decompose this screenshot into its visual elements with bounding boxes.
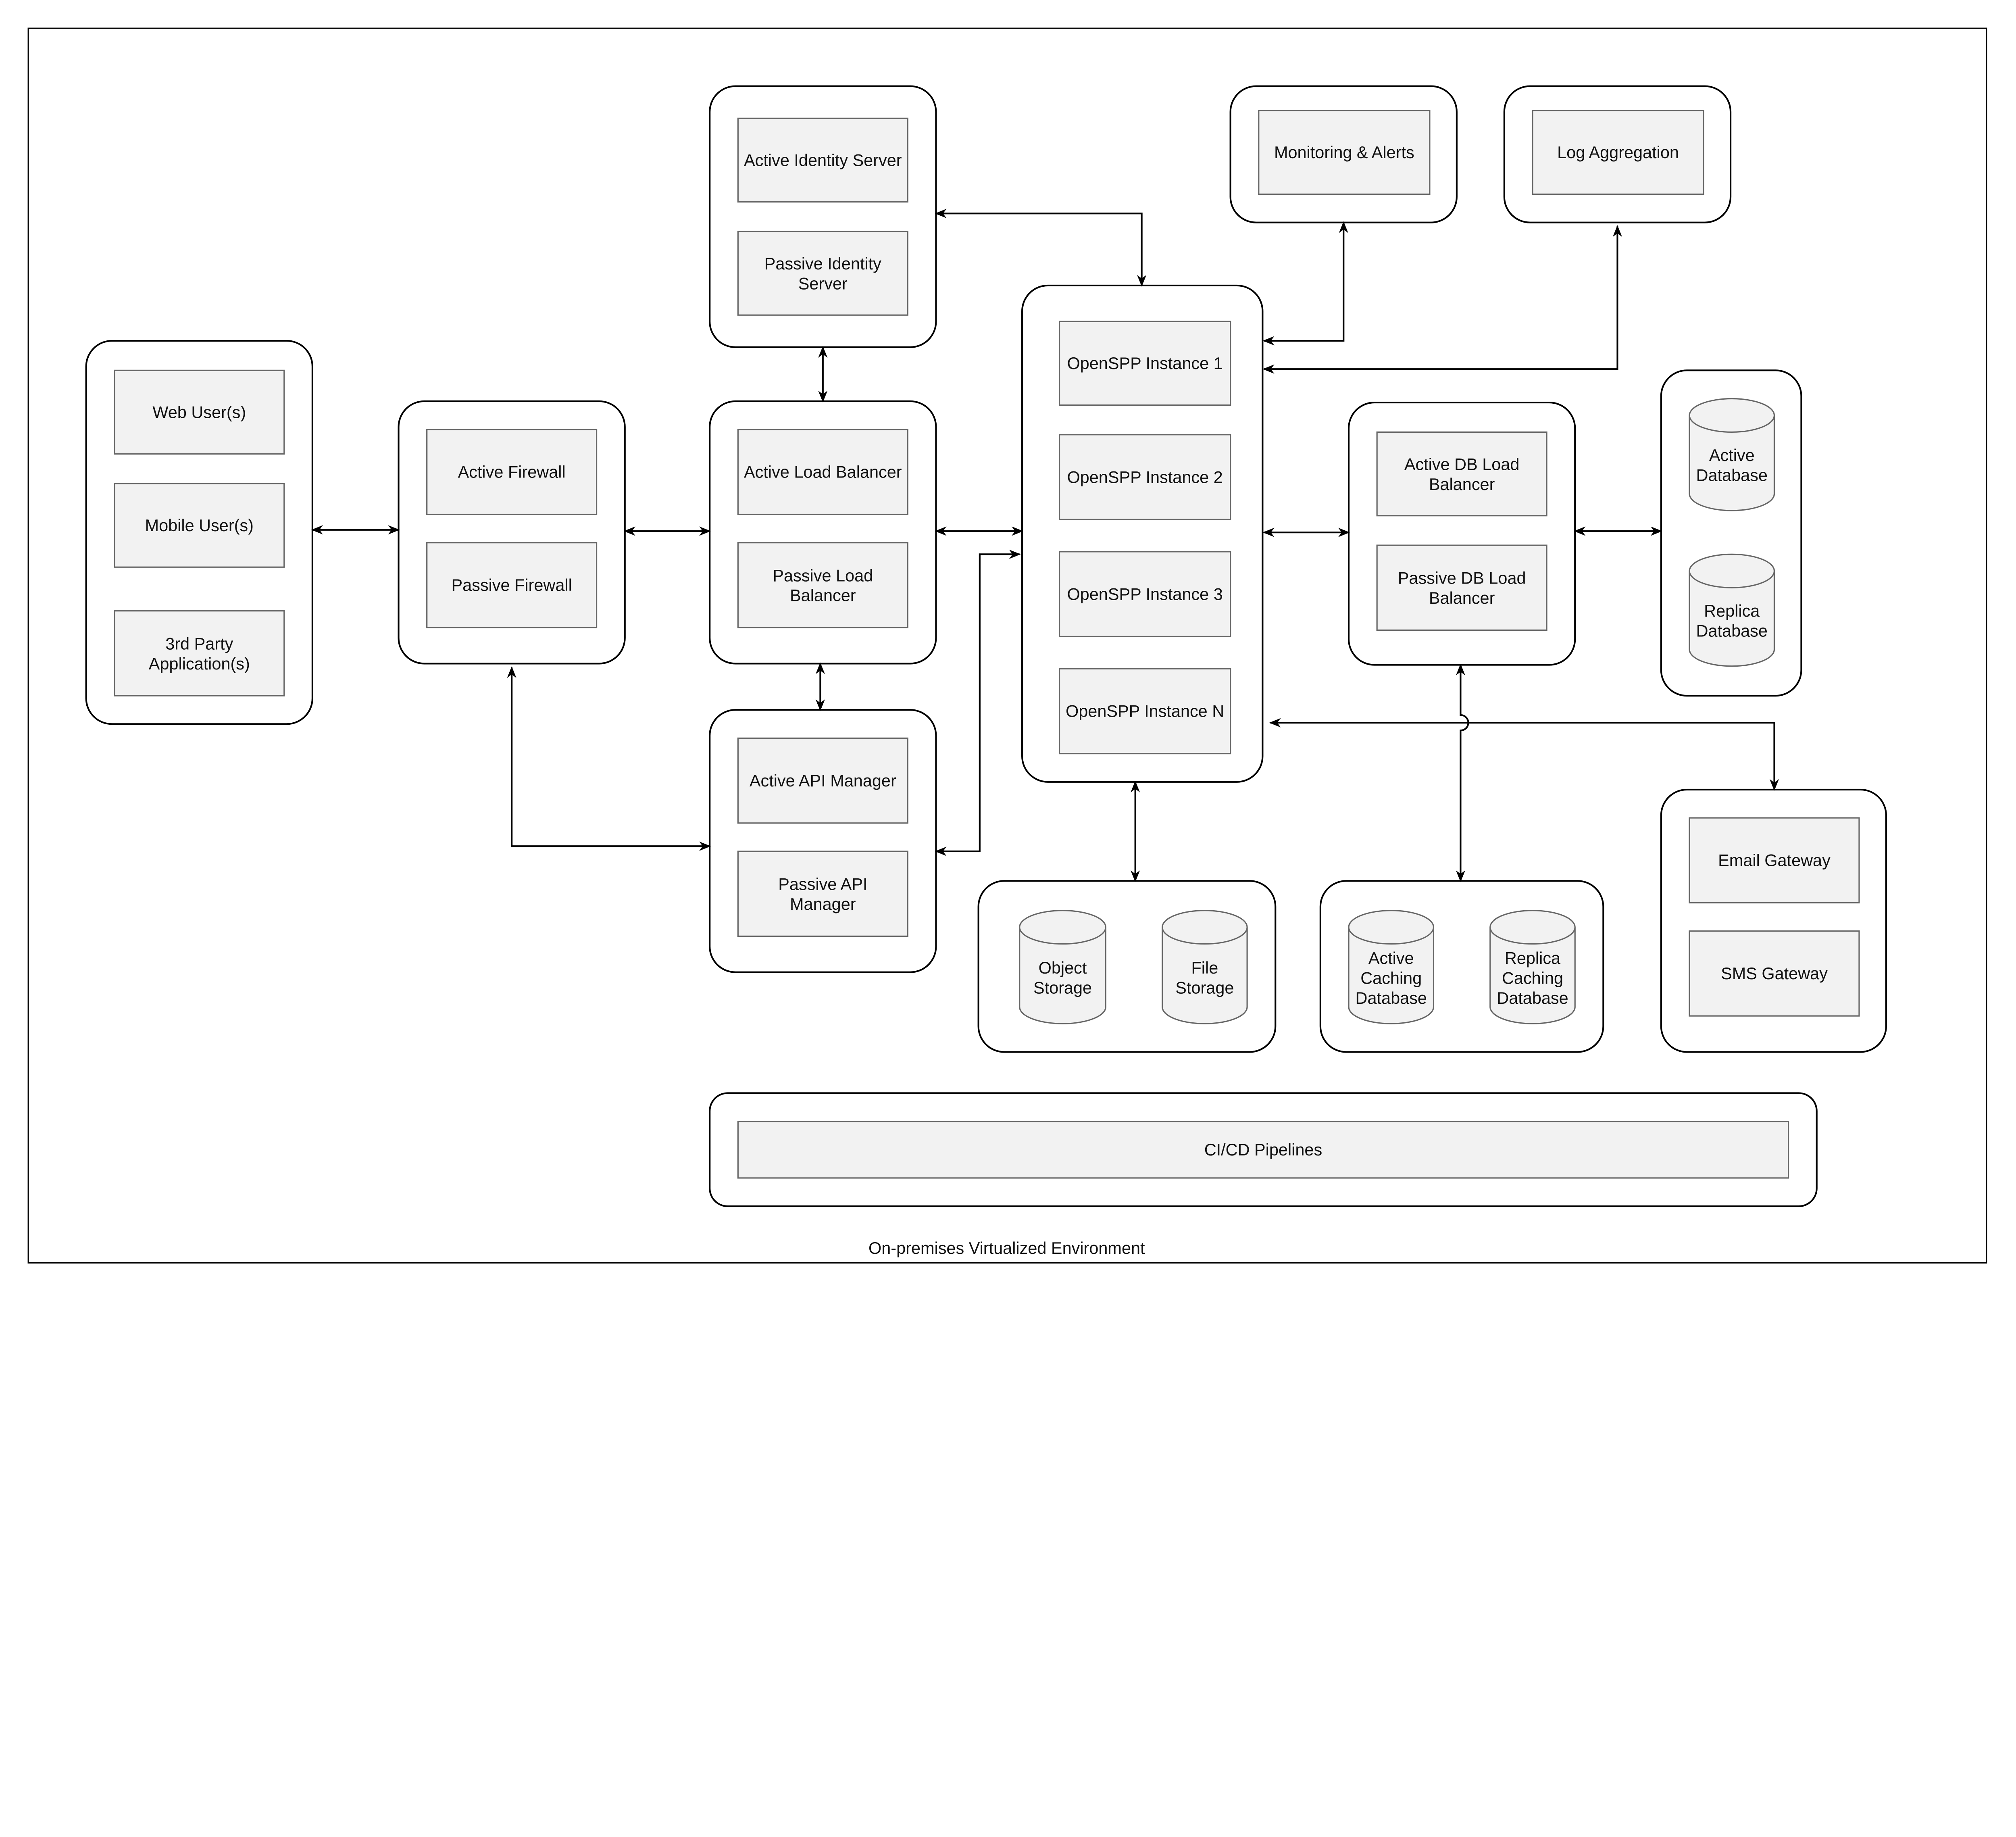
openspp-gateway-connector <box>1269 718 1779 791</box>
monitoring-alerts[interactable]: Monitoring & Alerts <box>1258 110 1431 195</box>
email-gateway[interactable]: Email Gateway <box>1689 817 1860 904</box>
openspp-logging-connector <box>1262 225 1622 374</box>
cylinder-icon <box>1019 910 1106 1024</box>
mobile-users-label: Mobile User(s) <box>145 516 254 535</box>
cylinder-icon <box>1162 910 1248 1024</box>
openspp-instance[interactable]: OpenSPP Instance 3 <box>1058 551 1231 638</box>
environment-frame <box>27 27 1987 1264</box>
openspp-instance[interactable]: OpenSPP Instance N <box>1058 668 1231 755</box>
identity-openspp-connector <box>935 209 1147 287</box>
openspp-instance-label: OpenSPP Instance 1 <box>1067 354 1223 373</box>
passive-firewall[interactable]: Passive Firewall <box>426 542 598 628</box>
active-api-manager[interactable]: Active API Manager <box>737 737 908 824</box>
openspp-instance-label: OpenSPP Instance 2 <box>1067 467 1223 486</box>
monitoring-alerts-label: Monitoring & Alerts <box>1274 143 1414 162</box>
mobile-users[interactable]: Mobile User(s) <box>114 483 285 568</box>
openspp-instance-label: OpenSPP Instance 3 <box>1067 585 1223 604</box>
active-identity-server[interactable]: Active Identity Server <box>737 117 908 203</box>
active-identity-server-label: Active Identity Server <box>744 150 902 169</box>
cylinder-icon <box>1689 398 1775 511</box>
sms-gateway-label: SMS Gateway <box>1721 964 1828 983</box>
cylinder-icon <box>1689 553 1775 667</box>
sms-gateway[interactable]: SMS Gateway <box>1689 930 1860 1017</box>
active-load-balancer-label: Active Load Balancer <box>744 463 902 482</box>
firewall-api-connector <box>507 666 711 851</box>
cicd-pipelines-label: CI/CD Pipelines <box>1204 1140 1322 1159</box>
active-firewall-label: Active Firewall <box>458 463 566 482</box>
environment-label: On-premises Virtualized Environment <box>868 1239 1145 1257</box>
active-api-manager-label: Active API Manager <box>750 771 896 790</box>
web-users-label: Web User(s) <box>152 402 246 421</box>
architecture-diagram: On-premises Virtualized Environment Web … <box>27 27 1987 1264</box>
email-gateway-label: Email Gateway <box>1718 851 1831 870</box>
cylinder-icon <box>1489 910 1576 1024</box>
log-aggregation-label: Log Aggregation <box>1557 143 1679 162</box>
log-aggregation[interactable]: Log Aggregation <box>1532 110 1704 195</box>
openspp-instance[interactable]: OpenSPP Instance 1 <box>1058 321 1231 406</box>
cicd-pipelines[interactable]: CI/CD Pipelines <box>737 1121 1789 1179</box>
openspp-instance-label: OpenSPP Instance N <box>1066 702 1224 721</box>
openspp-monitoring-connector <box>1262 221 1348 346</box>
api-openspp-connector <box>935 549 1021 856</box>
active-firewall[interactable]: Active Firewall <box>426 429 598 515</box>
active-load-balancer[interactable]: Active Load Balancer <box>737 429 908 515</box>
dblb-cache-connector <box>1456 663 1469 882</box>
cylinder-icon <box>1348 910 1435 1024</box>
web-users[interactable]: Web User(s) <box>114 369 285 455</box>
passive-firewall-label: Passive Firewall <box>451 575 572 594</box>
openspp-instance[interactable]: OpenSPP Instance 2 <box>1058 434 1231 520</box>
